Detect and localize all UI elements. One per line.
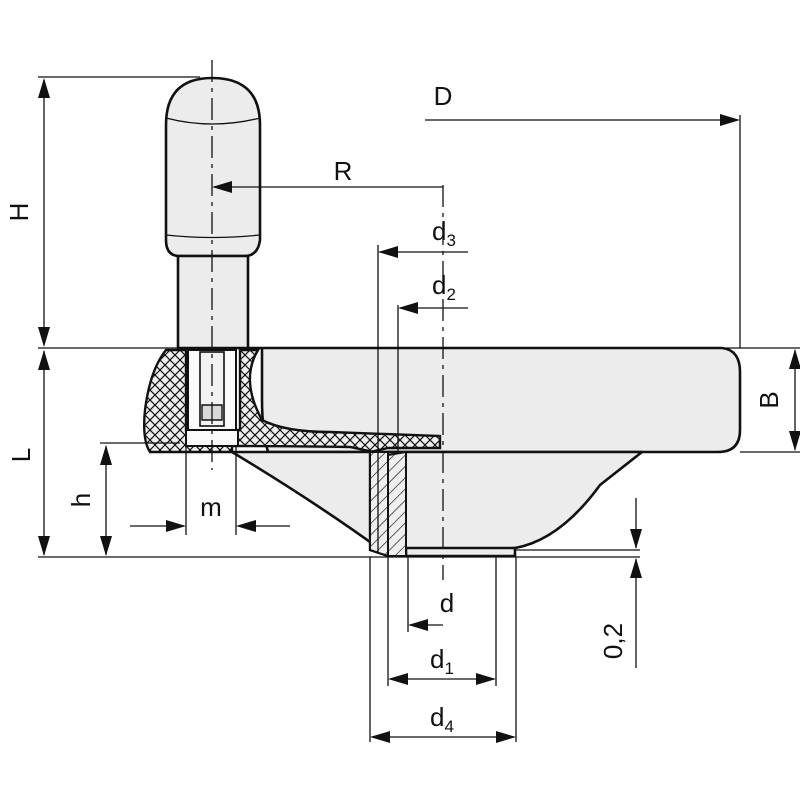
hub-bore-wall — [369, 451, 389, 558]
hub-bore-wall-inner — [387, 450, 407, 557]
label-d3: d3 — [432, 216, 456, 250]
spoke-section-hatched — [142, 348, 442, 558]
grip-cap-line — [165, 117, 261, 125]
label-h: h — [66, 493, 96, 507]
label-D: D — [434, 81, 453, 111]
wheel-cone — [230, 450, 644, 557]
label-R: R — [334, 156, 353, 186]
label-m: m — [200, 492, 222, 522]
label-H: H — [4, 203, 34, 222]
label-B: B — [754, 391, 784, 408]
label-d1: d1 — [430, 644, 454, 678]
handle-shaft — [176, 254, 250, 350]
label-d2: d2 — [432, 270, 456, 304]
handle-grip — [164, 76, 262, 258]
label-d: d — [440, 588, 454, 618]
hub-boss — [404, 546, 517, 558]
label-gap: 0,2 — [598, 623, 628, 659]
label-L: L — [6, 448, 36, 462]
label-d4: d4 — [430, 702, 454, 736]
grip-neck-line — [165, 234, 261, 239]
